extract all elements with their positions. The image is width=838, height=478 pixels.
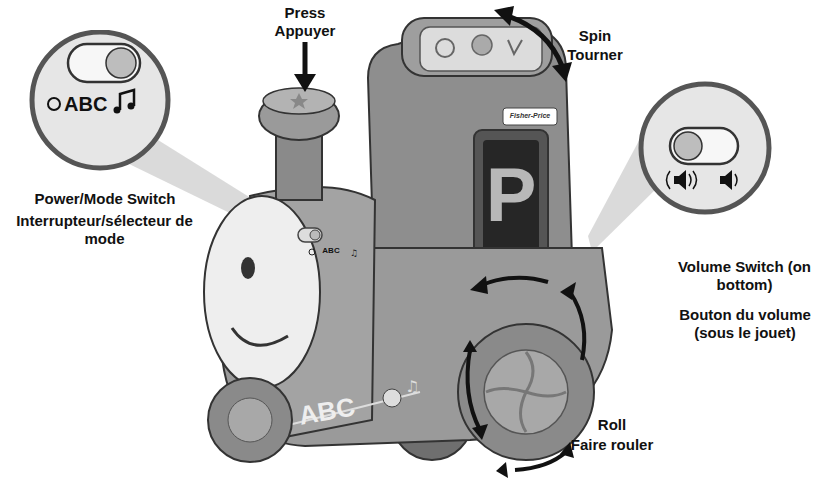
wheel-swirl <box>486 352 566 432</box>
eye <box>241 257 255 279</box>
callout-label: Volume Switch (on bottom) <box>677 258 812 294</box>
action-label: Tourner <box>553 46 637 64</box>
roller-picture <box>436 39 454 57</box>
press-button-top <box>263 88 335 114</box>
music-symbol <box>128 103 135 110</box>
train-face <box>204 196 320 388</box>
wheel <box>208 378 292 462</box>
off-symbol <box>48 98 60 110</box>
brand-logo-plate <box>503 108 557 125</box>
action-label: Roll <box>572 416 652 434</box>
music-symbol <box>114 107 121 114</box>
body-smiley <box>383 389 401 407</box>
wheel-hub <box>484 350 568 434</box>
action-label: Appuyer <box>255 22 355 40</box>
arrow-head <box>463 276 576 478</box>
off-symbol <box>309 249 315 255</box>
switch-slot <box>68 44 140 82</box>
callout-label: Bouton du volume (sous le jouet) <box>660 306 830 342</box>
zoom-inset-circle <box>32 32 168 168</box>
music-symbol <box>120 90 134 110</box>
speaker-symbol <box>667 170 697 190</box>
brand-logo: Fisher-Price <box>503 111 557 121</box>
roller-picture <box>508 40 522 54</box>
press-arrow <box>303 42 308 76</box>
power-switch <box>298 228 322 242</box>
speaker-symbol <box>720 170 737 190</box>
music-note: ♫ <box>350 248 358 258</box>
switch-knob <box>310 230 320 240</box>
callout-inset: ABC Power/Mode SwitchInterrupteur/sélecte… <box>0 30 210 260</box>
arrow-head <box>552 62 572 82</box>
action-label: Spin <box>565 27 625 45</box>
action-label: Faire rouler <box>560 436 664 454</box>
music-note: ♫ <box>405 377 419 396</box>
spin-arrow <box>508 16 562 66</box>
smile <box>232 328 288 345</box>
switch-knob <box>674 132 702 160</box>
switch-knob <box>106 48 136 78</box>
led-letter: P <box>481 150 541 240</box>
roller-picture <box>472 35 492 55</box>
star-symbol <box>290 93 308 109</box>
spin-roller <box>420 27 542 71</box>
callout-label: Interrupteur/sélecteur de mode <box>2 212 207 248</box>
callout-inset: Volume Switch (on bottom) Bouton du volum… <box>630 80 838 355</box>
arrow-head <box>494 6 514 26</box>
switch-slot <box>670 128 738 164</box>
callout-label: Power/Mode Switch <box>0 190 210 208</box>
display-frame <box>474 130 548 262</box>
wheel-hub <box>228 398 272 442</box>
printed-marking: ABC <box>316 246 346 256</box>
zoom-inset-circle <box>641 84 769 212</box>
switch-mode-label: ABC <box>64 92 134 116</box>
roll-arrow <box>468 278 585 470</box>
action-label: Press <box>265 4 345 22</box>
arrow-head <box>294 74 316 92</box>
